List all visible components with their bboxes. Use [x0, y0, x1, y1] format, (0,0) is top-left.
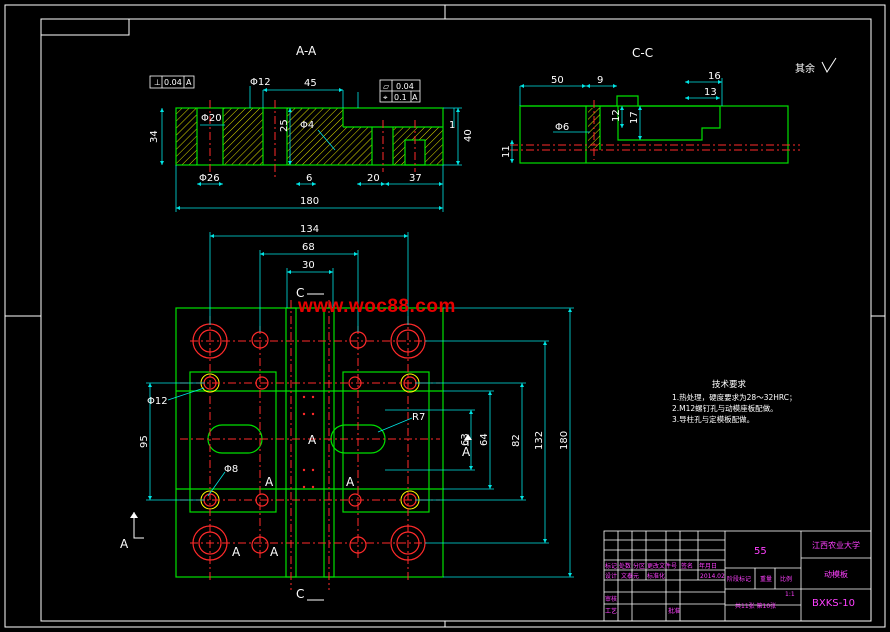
svg-text:11: 11 [501, 145, 512, 158]
svg-text:0.1: 0.1 [394, 93, 407, 102]
section-aa-view: A-A [149, 44, 474, 212]
svg-text:50: 50 [551, 75, 564, 86]
svg-text:9: 9 [597, 75, 603, 86]
dim-6: 6 [306, 173, 312, 184]
svg-text:阶段标记: 阶段标记 [727, 575, 751, 583]
svg-text:2.M12螺钉孔与动模座板配做。: 2.M12螺钉孔与动模座板配做。 [672, 403, 778, 413]
svg-text:16: 16 [708, 71, 721, 82]
dim-34: 34 [149, 130, 160, 143]
svg-text:3.导柱孔与定模板配做。: 3.导柱孔与定模板配做。 [672, 414, 754, 424]
svg-text:A: A [462, 445, 471, 459]
section-aa-title: A-A [296, 44, 317, 58]
tech-requirements: 技术要求 1.热处理，硬度要求为28～32HRC； 2.M12螺钉孔与动模座板配… [672, 379, 796, 424]
svg-text:82: 82 [511, 434, 522, 447]
svg-text:文泰元: 文泰元 [621, 572, 639, 580]
svg-text:A: A [232, 545, 241, 559]
svg-text:C: C [296, 286, 304, 300]
svg-text:Φ12: Φ12 [147, 396, 168, 407]
svg-text:比例: 比例 [780, 575, 792, 583]
dim-45: 45 [304, 78, 317, 89]
svg-text:134: 134 [300, 224, 319, 235]
svg-text:68: 68 [302, 242, 315, 253]
section-cc-title: C-C [632, 46, 653, 60]
svg-text:A: A [186, 78, 192, 87]
svg-text:13: 13 [704, 87, 717, 98]
svg-text:分区: 分区 [633, 562, 645, 570]
svg-text:30: 30 [302, 260, 315, 271]
svg-text:64: 64 [479, 433, 490, 446]
dim-phi4: Φ4 [300, 120, 314, 131]
material-code: 55 [754, 546, 767, 557]
svg-text:132: 132 [534, 431, 545, 450]
svg-text:签名: 签名 [681, 562, 693, 570]
svg-text:A: A [308, 433, 317, 447]
svg-text:标准化: 标准化 [647, 572, 665, 580]
svg-text:C: C [296, 587, 304, 601]
svg-text:Φ8: Φ8 [224, 464, 238, 475]
svg-text:12: 12 [611, 109, 622, 122]
svg-text:设计: 设计 [605, 572, 617, 580]
svg-text:2014.02: 2014.02 [700, 573, 725, 580]
svg-text:A: A [270, 545, 279, 559]
svg-text:处数: 处数 [619, 562, 631, 570]
dim-37: 37 [409, 173, 422, 184]
svg-text:A: A [120, 537, 129, 551]
title-block: 标记 处数 分区 更改文件号 签名 年月日 设计 文泰元 标准化 2014.02… [603, 530, 872, 622]
svg-text:1.热处理，硬度要求为28～32HRC；: 1.热处理，硬度要求为28～32HRC； [672, 392, 796, 402]
svg-text:工艺: 工艺 [605, 607, 617, 615]
dim-phi12: Φ12 [250, 77, 271, 88]
scale-value: 1:1 [785, 591, 795, 598]
svg-text:共11张 第10张: 共11张 第10张 [735, 602, 776, 610]
drawing-border [4, 4, 886, 628]
dim-20: 20 [367, 173, 380, 184]
section-cc-view: C-C 50 9 16 13 [501, 46, 837, 164]
svg-text:更改文件号: 更改文件号 [647, 562, 677, 570]
dim-180: 180 [300, 196, 319, 207]
svg-text:标记: 标记 [605, 562, 617, 570]
svg-text:95: 95 [139, 435, 150, 448]
svg-text:0.04: 0.04 [396, 82, 414, 91]
watermark-text: www.woc88.com [298, 296, 456, 317]
svg-text:A: A [412, 93, 418, 102]
svg-text:⊥: ⊥ [154, 78, 161, 87]
svg-text:A: A [346, 475, 355, 489]
svg-text:批准: 批准 [668, 607, 680, 615]
svg-text:R7: R7 [412, 412, 425, 423]
dim-25: 25 [279, 119, 290, 132]
svg-text:⏥: ⏥ [383, 82, 390, 91]
svg-text:审核: 审核 [605, 595, 617, 603]
svg-text:0.04: 0.04 [164, 78, 182, 87]
svg-text:Φ6: Φ6 [555, 122, 569, 133]
part-name: 动模板 [824, 569, 848, 579]
drawing-number: BXKS-10 [812, 598, 855, 609]
svg-text:17: 17 [629, 111, 640, 124]
svg-text:180: 180 [559, 431, 570, 450]
svg-text:技术要求: 技术要求 [712, 379, 747, 390]
school-name: 江西农业大学 [812, 540, 860, 550]
roughness-note: 其余 [795, 62, 815, 75]
svg-text:⌖: ⌖ [383, 93, 388, 102]
dim-phi26: Φ26 [199, 173, 220, 184]
plan-view: 134 68 30 Φ12 R7 Φ8 95 63 64 82 132 180 … [120, 224, 574, 601]
svg-text:年月日: 年月日 [699, 562, 717, 570]
dim-1: 1 [449, 120, 455, 131]
dim-phi20: Φ20 [201, 113, 222, 124]
dim-40: 40 [463, 129, 474, 142]
svg-text:重量: 重量 [760, 575, 772, 583]
svg-text:A: A [265, 475, 274, 489]
